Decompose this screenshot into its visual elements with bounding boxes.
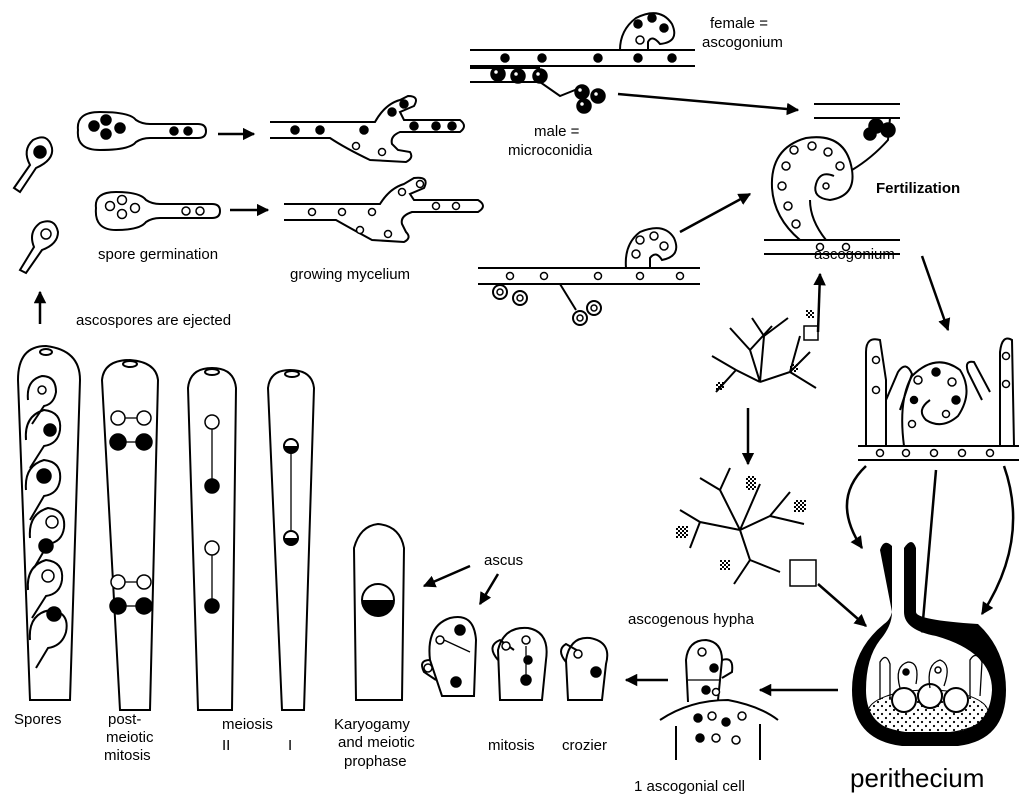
label-ascogonium: ascogonium [814,246,895,263]
mycelium-bush-upper [712,310,818,392]
label-ascogonium-top: ascogonium [702,34,783,51]
germinating-spore-light [96,192,220,230]
label-ascus: ascus [484,552,523,569]
label-ascogenous-hypha: ascogenous hypha [628,611,755,628]
male-microconidia-hypha [470,67,605,113]
mycelium-light [284,178,483,242]
label-and-meiotic: and meiotic [338,734,415,751]
ascus-formation-cell [422,617,476,696]
label-female: female = [710,15,768,32]
label-growing-mycelium: growing mycelium [290,266,410,283]
label-meiosis-I: I [288,737,292,754]
germinating-spore-dark [78,112,206,150]
label-perithecium: perithecium [850,763,984,793]
ascus-meiosis-I [268,370,314,710]
perithecium-body [852,542,1006,746]
label-ascospores-ejected: ascospores are ejected [76,312,231,329]
label-male: male = [534,123,580,140]
crozier-cell [561,638,607,700]
ejected-spore-light [20,221,58,273]
label-post: post- [108,711,141,728]
ascus-post-meiotic-mitosis [102,360,158,710]
label-prophase: prophase [344,753,407,770]
mycelium-bush-lower [676,468,816,586]
fertilization-ascogonium [764,104,900,254]
label-meiotic: meiotic [106,729,154,746]
female-ascogonium-hypha [470,13,695,66]
label-mitosis: mitosis [488,737,535,754]
label-meiosis-II: II [222,737,230,754]
karyogamy-ascus [354,524,404,700]
label-mitosis-pm: mitosis [104,747,151,764]
label-fertilization: Fertilization [876,180,960,197]
label-microconidia: microconidia [508,142,593,159]
label-spore-germination: spore germination [98,246,218,263]
label-crozier: crozier [562,737,607,754]
label-karyogamy: Karyogamy [334,716,410,733]
fertile-structure [858,339,1019,461]
mycelium-dark [270,96,464,162]
label-spores: Spores [14,711,62,728]
ascus-meiosis-II [188,368,236,710]
mitosis-cell [492,628,546,700]
ejected-spore-dark [14,137,52,192]
light-mating-hypha [478,228,700,325]
ascus-spores [18,346,80,700]
label-meiosis: meiosis [222,716,273,733]
label-one-ascogonial-cell: 1 ascogonial cell [634,778,745,795]
ascogonial-cell [660,640,778,760]
